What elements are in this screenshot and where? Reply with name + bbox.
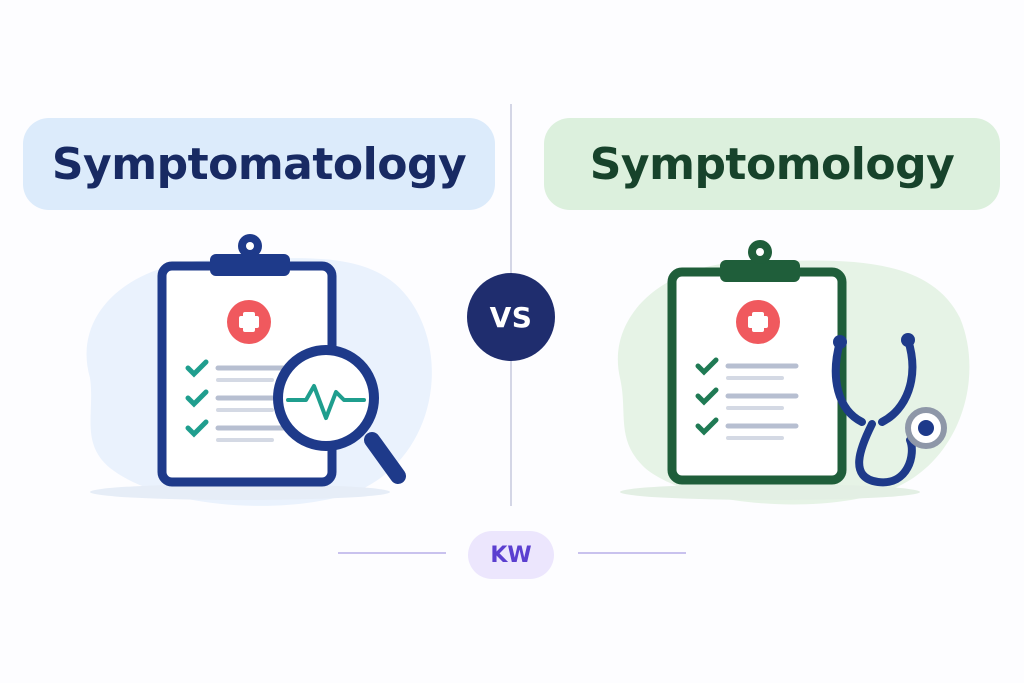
checkmark-icon xyxy=(695,417,719,436)
checkmark-icon xyxy=(695,357,719,376)
right-illustration xyxy=(617,240,970,505)
checklist xyxy=(695,357,799,440)
checkmark-icon xyxy=(185,359,209,378)
left-illustration xyxy=(86,234,432,506)
kw-label: KW xyxy=(490,542,532,568)
magnifying-glass-icon xyxy=(273,345,406,484)
left-title: Symptomatology xyxy=(51,138,467,190)
right-title: Symptomology xyxy=(589,138,955,190)
checklist xyxy=(185,359,289,442)
vs-label: VS xyxy=(489,300,533,334)
clipboard-icon xyxy=(667,240,847,485)
medical-cross-icon xyxy=(227,300,271,344)
bottom-line-right xyxy=(578,552,686,554)
stethoscope-icon xyxy=(831,333,947,487)
checkmark-icon xyxy=(185,389,209,408)
right-shadow xyxy=(620,484,920,500)
vs-badge: VS xyxy=(467,273,555,361)
right-title-pill: Symptomology xyxy=(544,118,1000,210)
bottom-line-left xyxy=(338,552,446,554)
medical-cross-icon xyxy=(736,300,780,344)
left-shadow xyxy=(90,484,390,500)
kw-badge: KW xyxy=(468,531,554,579)
checkmark-icon xyxy=(185,419,209,438)
left-title-pill: Symptomatology xyxy=(23,118,495,210)
checkmark-icon xyxy=(695,387,719,406)
heartbeat-icon xyxy=(286,384,366,420)
